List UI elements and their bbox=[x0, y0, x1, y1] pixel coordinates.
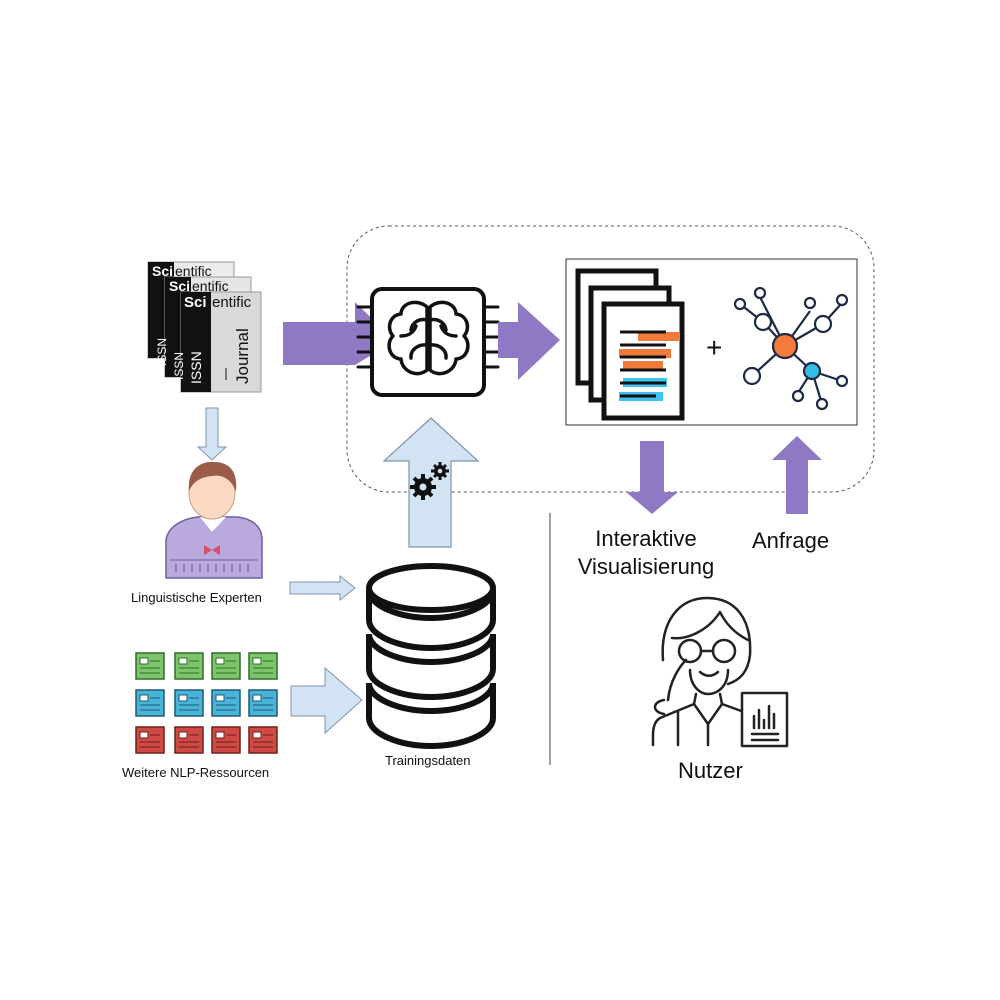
network-graph-icon bbox=[733, 286, 849, 411]
journal-issn-text: ISSN bbox=[188, 351, 204, 384]
journal-entific-text: entific bbox=[212, 294, 252, 311]
arrow-journals-to-linguist bbox=[196, 407, 228, 461]
doc-row-green bbox=[135, 652, 278, 680]
arrow-journals-to-model bbox=[283, 302, 395, 365]
journals-icon: Sci entific Sci entific Sci entific ISSN… bbox=[147, 261, 262, 393]
label-training-data: Trainingsdaten bbox=[385, 753, 471, 768]
doc-row-red bbox=[135, 726, 278, 754]
brain-chip-icon bbox=[356, 287, 500, 397]
plus-sign: + bbox=[706, 332, 722, 363]
gears-icon bbox=[410, 462, 449, 500]
journal-sci-text: Sci bbox=[184, 294, 207, 311]
label-interactive-line2: Visualisierung bbox=[577, 554, 715, 579]
arrow-query-up bbox=[772, 436, 822, 514]
linguist-expert-icon bbox=[165, 461, 263, 579]
arrow-model-to-outputs bbox=[498, 302, 560, 380]
journal-entific-text: entific bbox=[175, 263, 212, 279]
label-query: Anfrage bbox=[752, 528, 830, 553]
doc-row-blue bbox=[135, 689, 278, 717]
arrow-visualization-down bbox=[626, 441, 678, 514]
journal-sci-text: Sci bbox=[169, 278, 190, 294]
label-nlp-resources: Weitere NLP-Ressourcen bbox=[122, 765, 270, 780]
journal-sci-text: Sci bbox=[152, 263, 173, 279]
arrow-training-to-model bbox=[382, 417, 480, 548]
label-linguists: Linguistische Experten bbox=[131, 590, 262, 605]
scientist-user-icon bbox=[651, 596, 789, 748]
database-icon bbox=[366, 563, 496, 750]
label-user: Nutzer bbox=[678, 758, 743, 783]
arrow-linguist-to-database bbox=[289, 574, 356, 602]
nlp-documents-grid bbox=[135, 652, 278, 754]
arrow-nlp-to-database bbox=[290, 666, 363, 735]
label-interactive-visualization: Interaktive Visualisierung bbox=[566, 525, 726, 581]
journal-entific-text: entific bbox=[192, 278, 229, 294]
label-interactive-line1: Interaktive bbox=[595, 526, 697, 551]
journal-issn-text: ISSN bbox=[155, 338, 169, 366]
documents-icon bbox=[575, 268, 685, 421]
journal-word-text: Journal bbox=[233, 328, 252, 384]
journal-issn-text: ISSN bbox=[172, 352, 186, 380]
